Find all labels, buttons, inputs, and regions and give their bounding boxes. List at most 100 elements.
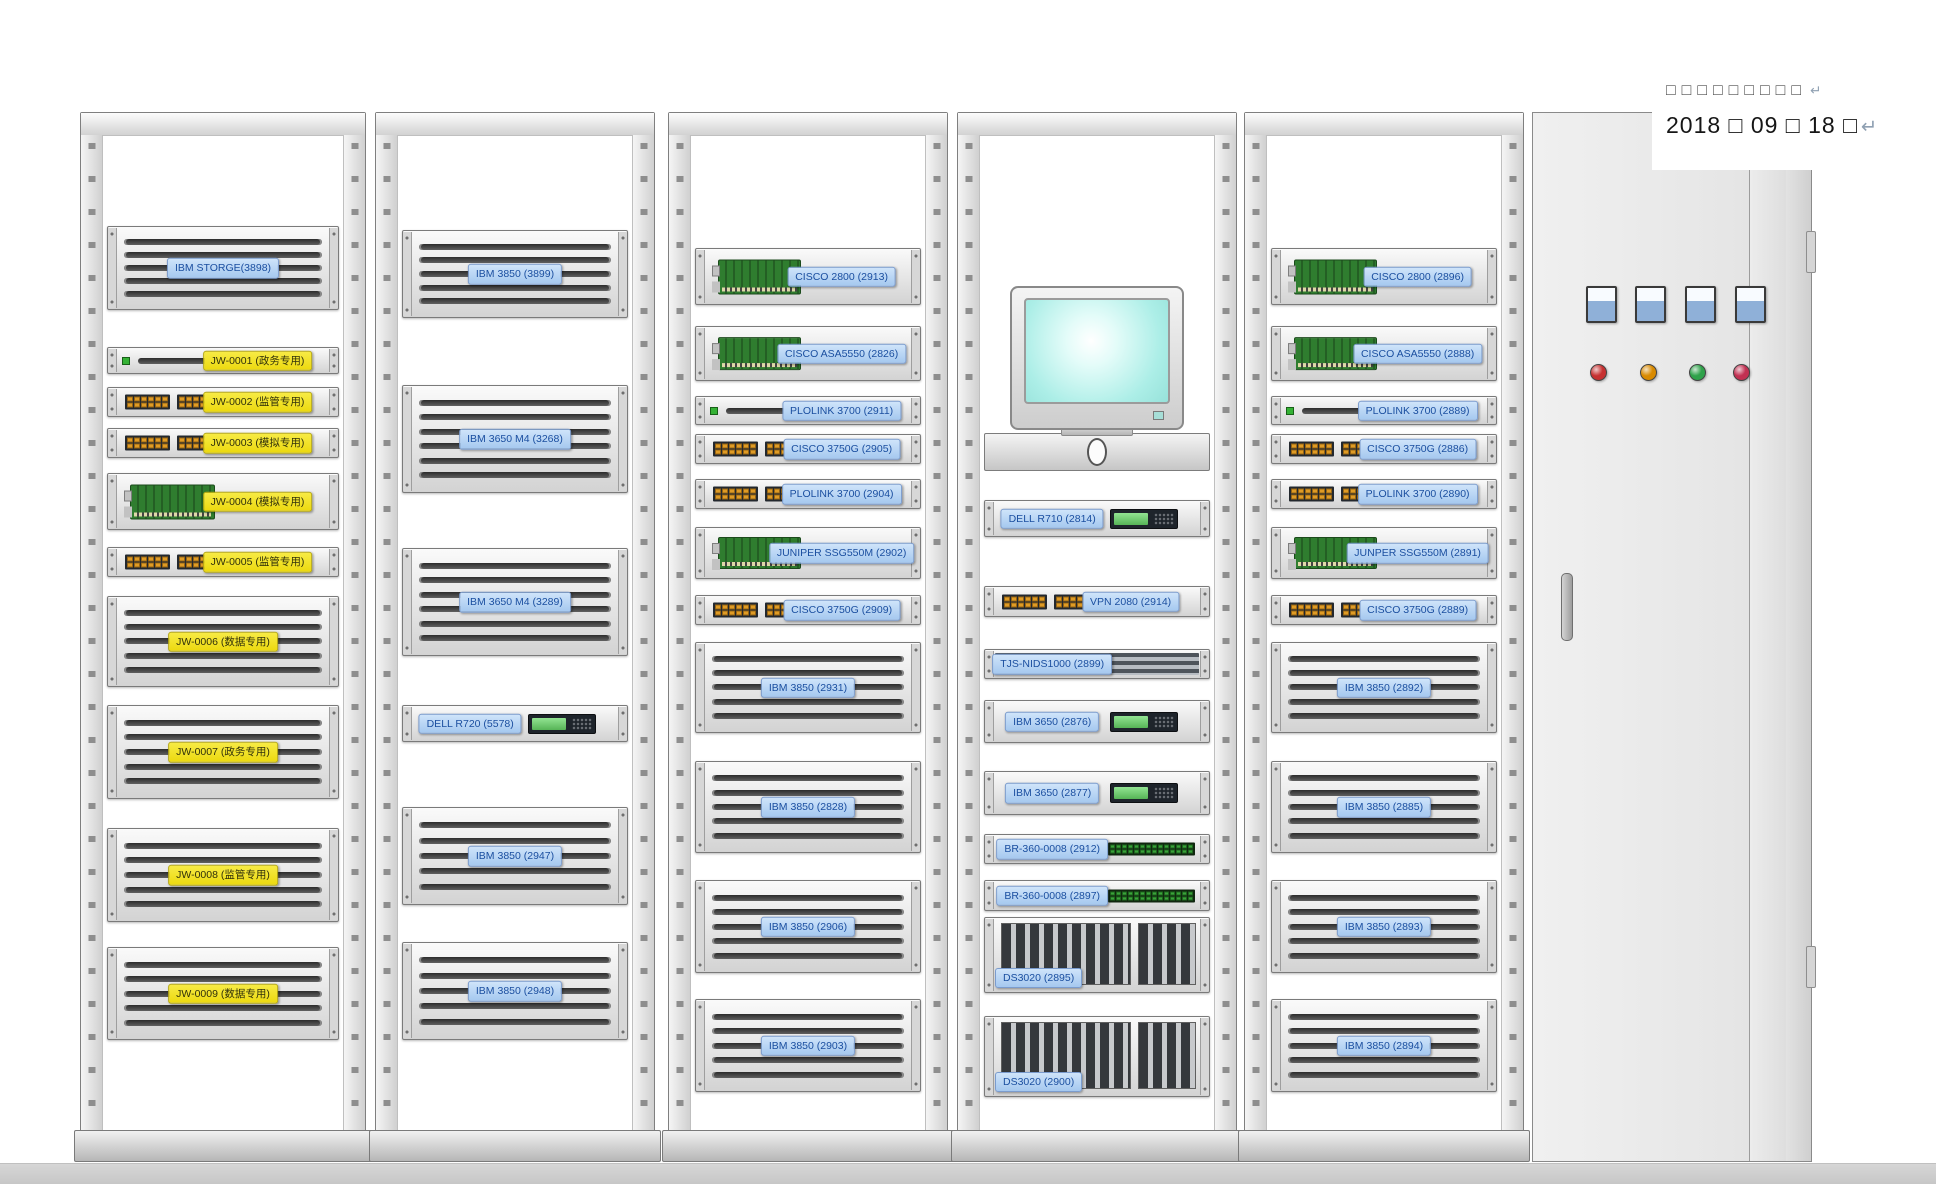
indicator-light xyxy=(1640,364,1657,381)
mount-ear-left xyxy=(985,502,994,535)
monitor-screen xyxy=(1024,298,1170,404)
port xyxy=(141,443,147,449)
mount-ear-right xyxy=(329,430,338,456)
rack-rail-left xyxy=(81,135,103,1133)
port xyxy=(1188,849,1193,854)
vent-slot xyxy=(124,961,322,968)
drive-bays-right xyxy=(1138,1022,1196,1089)
port xyxy=(1011,596,1017,601)
rack-unit: IBM 3850 (2892) xyxy=(1271,642,1497,733)
mount-ear-right xyxy=(1487,436,1496,462)
unit-label: JW-0007 (政务专用) xyxy=(168,741,278,763)
rail-holes xyxy=(1509,143,1516,1125)
port xyxy=(715,610,721,616)
mount-ear-right xyxy=(329,949,338,1038)
mount-ear-left xyxy=(1272,1001,1281,1090)
port-bank xyxy=(1289,486,1334,502)
mount-ear-left xyxy=(403,387,412,491)
port xyxy=(767,449,773,455)
rack-unit: IBM 3850 (3899) xyxy=(402,230,628,318)
mount-ear-right xyxy=(911,882,920,971)
port xyxy=(127,402,133,408)
port xyxy=(729,443,735,449)
vent-slot xyxy=(1288,832,1480,839)
unit-label: IBM 3850 (2893) xyxy=(1336,916,1432,937)
mount-ear-left xyxy=(696,763,705,851)
mount-ear-left xyxy=(1272,481,1281,507)
indicator-light xyxy=(1590,364,1607,381)
port xyxy=(1110,891,1115,895)
vent-slot xyxy=(124,624,322,631)
vent-slot xyxy=(419,284,611,291)
mount-ear-left xyxy=(985,919,994,991)
port xyxy=(750,449,756,455)
rack-unit: IBM 3850 (2894) xyxy=(1271,999,1497,1092)
unit-label: JW-0002 (监管专用) xyxy=(202,391,313,413)
vent-slot xyxy=(712,712,904,719)
port xyxy=(1343,604,1349,610)
rack-unit: IBM 3650 (2876) xyxy=(984,700,1210,743)
rack-unit: JW-0008 (监管专用) xyxy=(107,828,339,922)
rail-holes xyxy=(351,143,358,1125)
mount-ear-left xyxy=(1272,597,1281,623)
rack-unit: DELL R710 (2814) xyxy=(984,500,1210,537)
port xyxy=(767,488,773,494)
mount-ear-right xyxy=(1200,588,1209,615)
port xyxy=(736,610,742,616)
vent-slot xyxy=(1288,775,1480,782)
unit-label: JW-0009 (数据专用) xyxy=(168,983,278,1004)
vent-slot xyxy=(1288,1057,1480,1063)
port xyxy=(162,556,168,562)
unit-label: PLOLINK 3700 (2889) xyxy=(1357,400,1478,421)
mount-ear-right xyxy=(329,598,338,685)
port xyxy=(743,494,749,500)
port xyxy=(1063,596,1069,601)
port xyxy=(1176,849,1181,854)
monitor-crt xyxy=(1010,286,1184,430)
port xyxy=(736,494,742,500)
vent-slot xyxy=(1288,1013,1480,1020)
mount-ear-right xyxy=(618,707,627,740)
unit-label: IBM 3850 (2903) xyxy=(760,1035,856,1056)
rack-unit: CISCO 3750G (2889) xyxy=(1271,595,1497,625)
port xyxy=(1291,488,1297,494)
port-bank xyxy=(1108,842,1195,856)
lcd-panel xyxy=(528,713,597,734)
vent-slot xyxy=(124,239,322,245)
rack-unit: IBM 3650 M4 (3289) xyxy=(402,548,628,656)
port xyxy=(1350,610,1356,616)
port xyxy=(1350,604,1356,610)
port xyxy=(141,396,147,402)
port xyxy=(1158,896,1163,900)
port xyxy=(715,604,721,610)
vent-slot xyxy=(419,1018,611,1025)
port xyxy=(1326,488,1332,494)
port xyxy=(1305,604,1311,610)
mount-ear-left xyxy=(696,398,705,423)
port xyxy=(1312,443,1318,449)
mount-ear-left xyxy=(1272,763,1281,851)
port xyxy=(1350,494,1356,500)
vent-slot xyxy=(124,763,322,770)
rail-holes xyxy=(965,143,972,1125)
mount-ear-right xyxy=(329,475,338,528)
port-bank xyxy=(125,394,170,410)
mount-ear-right xyxy=(911,644,920,731)
port xyxy=(715,449,721,455)
port xyxy=(1312,494,1318,500)
mount-ear-left xyxy=(985,773,994,813)
green-module xyxy=(1288,259,1377,294)
vent-slot xyxy=(712,789,904,796)
port xyxy=(193,437,199,443)
port xyxy=(722,449,728,455)
mount-ear-right xyxy=(1200,502,1209,535)
port xyxy=(1182,891,1187,895)
mount-ear-left xyxy=(1272,250,1281,303)
port xyxy=(722,494,728,500)
mount-ear-right xyxy=(618,809,627,903)
port xyxy=(1158,891,1163,895)
rack-unit: IBM 3650 (2877) xyxy=(984,771,1210,815)
mount-ear-left xyxy=(108,598,117,685)
port xyxy=(767,604,773,610)
port xyxy=(127,562,133,568)
